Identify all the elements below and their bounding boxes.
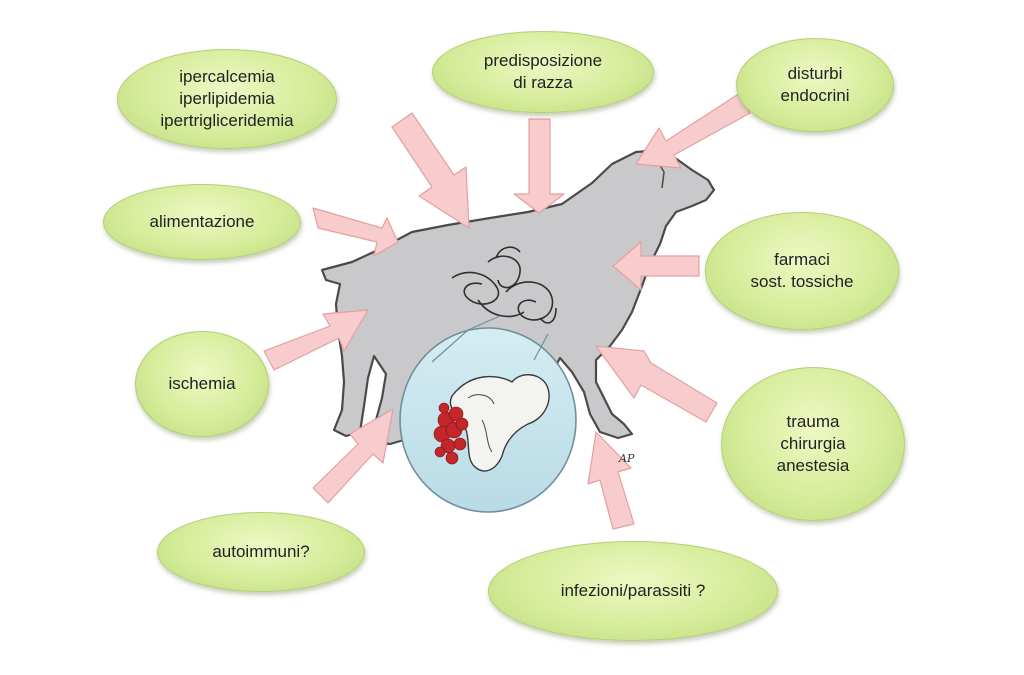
factor-text: iperlipidemia [179,89,275,108]
factor-bubble-autoimmune: autoimmuni? [157,512,365,592]
factor-text: disturbi [787,64,843,83]
factor-text: infezioni/parassiti ? [560,581,706,600]
factor-bubble-diet: alimentazione [103,184,301,260]
factor-bubble-hyperlipemia: ipercalcemia iperlipidemia ipertriglicer… [117,49,337,149]
factor-text: farmaci [774,250,830,269]
arrows [263,92,751,530]
arrow-ischemia [263,309,369,371]
arrow-autoimmune [312,408,394,504]
factor-bubble-endocrine: disturbi endocrini [736,38,894,132]
arrow-infections [587,431,635,530]
factor-bubble-infections: infezioni/parassiti ? [488,541,778,641]
arrow-drugs [612,241,700,291]
factor-text: autoimmuni? [212,542,310,561]
factor-text: ipertrigliceridemia [160,111,294,130]
arrow-diet [312,207,399,257]
factor-text: ipercalcemia [179,67,275,86]
factor-text: chirurgia [780,434,846,453]
artist-signature: AP [619,452,635,465]
factor-bubble-drugs: farmaci sost. tossiche [705,212,899,330]
arrow-endocrine [635,92,751,169]
factor-text: alimentazione [149,212,255,231]
arrow-hyperlipemia [391,112,470,229]
factor-text: trauma [786,412,840,431]
inflamed-pancreas-icon [433,374,550,472]
arrow-trauma [595,345,718,423]
factor-text: predisposizione [483,51,603,70]
factor-text: anestesia [776,456,850,475]
factor-text: sost. tossiche [750,272,854,291]
factor-text: di razza [513,73,573,92]
intestine-sketch-icon [451,246,557,324]
factor-bubble-trauma: trauma chirurgia anestesia [721,367,905,521]
factor-text: endocrini [780,86,850,105]
factor-text: ischemia [168,374,236,393]
factor-bubble-breed: predisposizione di razza [432,31,654,113]
arrow-breed [513,118,565,214]
factor-bubble-ischemia: ischemia [135,331,269,437]
